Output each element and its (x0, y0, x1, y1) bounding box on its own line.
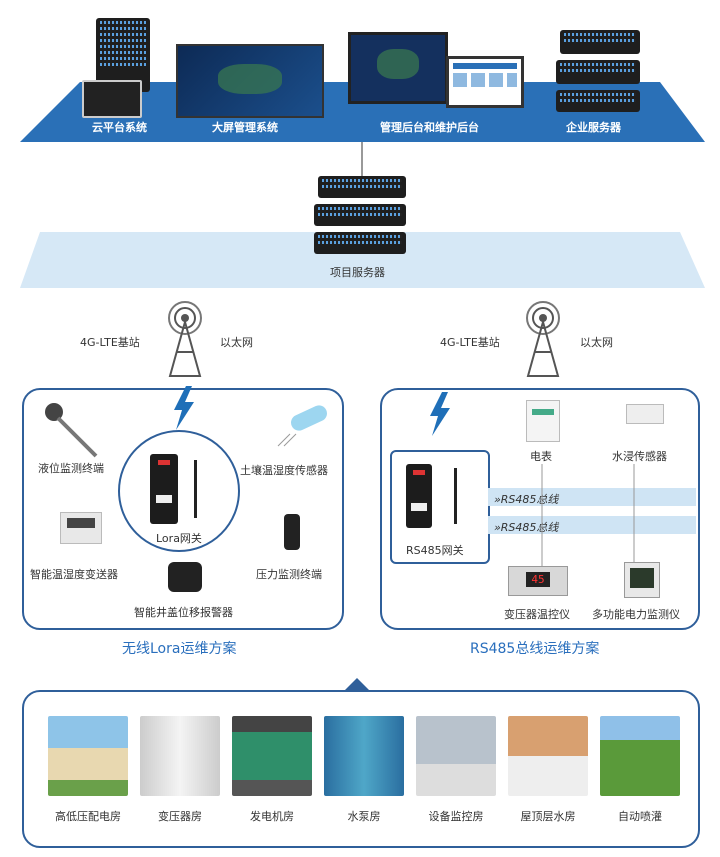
scene-label: 发电机房 (250, 810, 294, 823)
scene-label: 自动喷灌 (618, 810, 662, 823)
lightning-icon (174, 386, 194, 430)
rs485-title: RS485总线运维方案 (470, 641, 600, 657)
scene-photo (232, 716, 312, 796)
system-label: 企业服务器 (566, 121, 621, 134)
pressure-sensor-icon (284, 514, 300, 550)
project-server-label: 项目服务器 (330, 266, 385, 279)
scene-label: 高低压配电房 (55, 810, 121, 823)
lora-title: 无线Lora运维方案 (122, 641, 237, 657)
project-server-icon (314, 204, 406, 226)
lora-gateway-circle (118, 430, 240, 552)
electric-meter-icon (526, 400, 560, 442)
ethernet-label: 以太网 (580, 336, 613, 349)
station-label: 4G-LTE基站 (440, 336, 500, 349)
rs485-bus (488, 516, 696, 534)
scene-photo (416, 716, 496, 796)
manhole-alarm-icon (168, 562, 202, 592)
device-label: 液位监测终端 (38, 462, 104, 475)
rs485-bus (488, 488, 696, 506)
device-label: 压力监测终端 (256, 568, 322, 581)
tower-icon (168, 301, 202, 377)
device-label: 智能温湿度变送器 (30, 568, 118, 581)
scene-label: 水泵房 (347, 810, 381, 823)
pointer-triangle (344, 678, 370, 691)
scene-label: 设备监控房 (428, 810, 484, 823)
enterprise-server-icon (556, 90, 640, 112)
rs485-gateway-device (406, 464, 432, 528)
temp-humidity-transmitter-icon (60, 512, 102, 544)
scene-photo (600, 716, 680, 796)
device-label: 变压器温控仪 (504, 608, 570, 621)
device-label: 多功能电力监测仪 (592, 608, 680, 621)
system-label: 管理后台和维护后台 (380, 121, 479, 134)
project-server-icon (318, 176, 406, 198)
project-server-icon (314, 232, 406, 254)
power-monitor-icon (624, 562, 660, 598)
cloud-server-rack (96, 18, 150, 92)
ethernet-label: 以太网 (220, 336, 253, 349)
laptop-icon (446, 56, 524, 108)
level-sensor-icon (45, 403, 98, 458)
scene-photo (140, 716, 220, 796)
tower-icon (526, 301, 560, 377)
monitor-icon (82, 80, 142, 118)
station-label: 4G-LTE基站 (80, 336, 140, 349)
scene-label: 变压器房 (158, 810, 202, 823)
enterprise-server-icon (556, 60, 640, 84)
lightning-icon (430, 392, 450, 436)
lora-gateway-label: Lora网关 (156, 532, 202, 545)
antenna-icon (194, 460, 197, 518)
scene-photo (48, 716, 128, 796)
device-label: 智能井盖位移报警器 (134, 606, 233, 619)
water-leak-sensor-icon (626, 404, 664, 424)
system-label: 大屏管理系统 (212, 121, 278, 134)
device-label: 水浸传感器 (612, 450, 667, 463)
lora-gateway-device (150, 454, 178, 524)
scene-photo (508, 716, 588, 796)
rs485-gateway-label: RS485网关 (406, 544, 464, 557)
scene-photo (324, 716, 404, 796)
scene-label: 屋顶层水房 (520, 810, 576, 823)
soil-sensor-icon (277, 405, 327, 447)
system-label: 云平台系统 (92, 121, 147, 134)
transformer-controller-icon: 45 (508, 566, 568, 596)
device-label: 土壤温湿度传感器 (240, 464, 328, 477)
desktop-monitor-icon (348, 32, 448, 104)
bus-connectors (541, 464, 635, 568)
big-screen-display (176, 44, 324, 118)
antenna-icon (454, 468, 457, 524)
controller-display: 45 (526, 572, 550, 587)
enterprise-server-icon (560, 30, 640, 54)
device-label: 电表 (530, 450, 552, 463)
